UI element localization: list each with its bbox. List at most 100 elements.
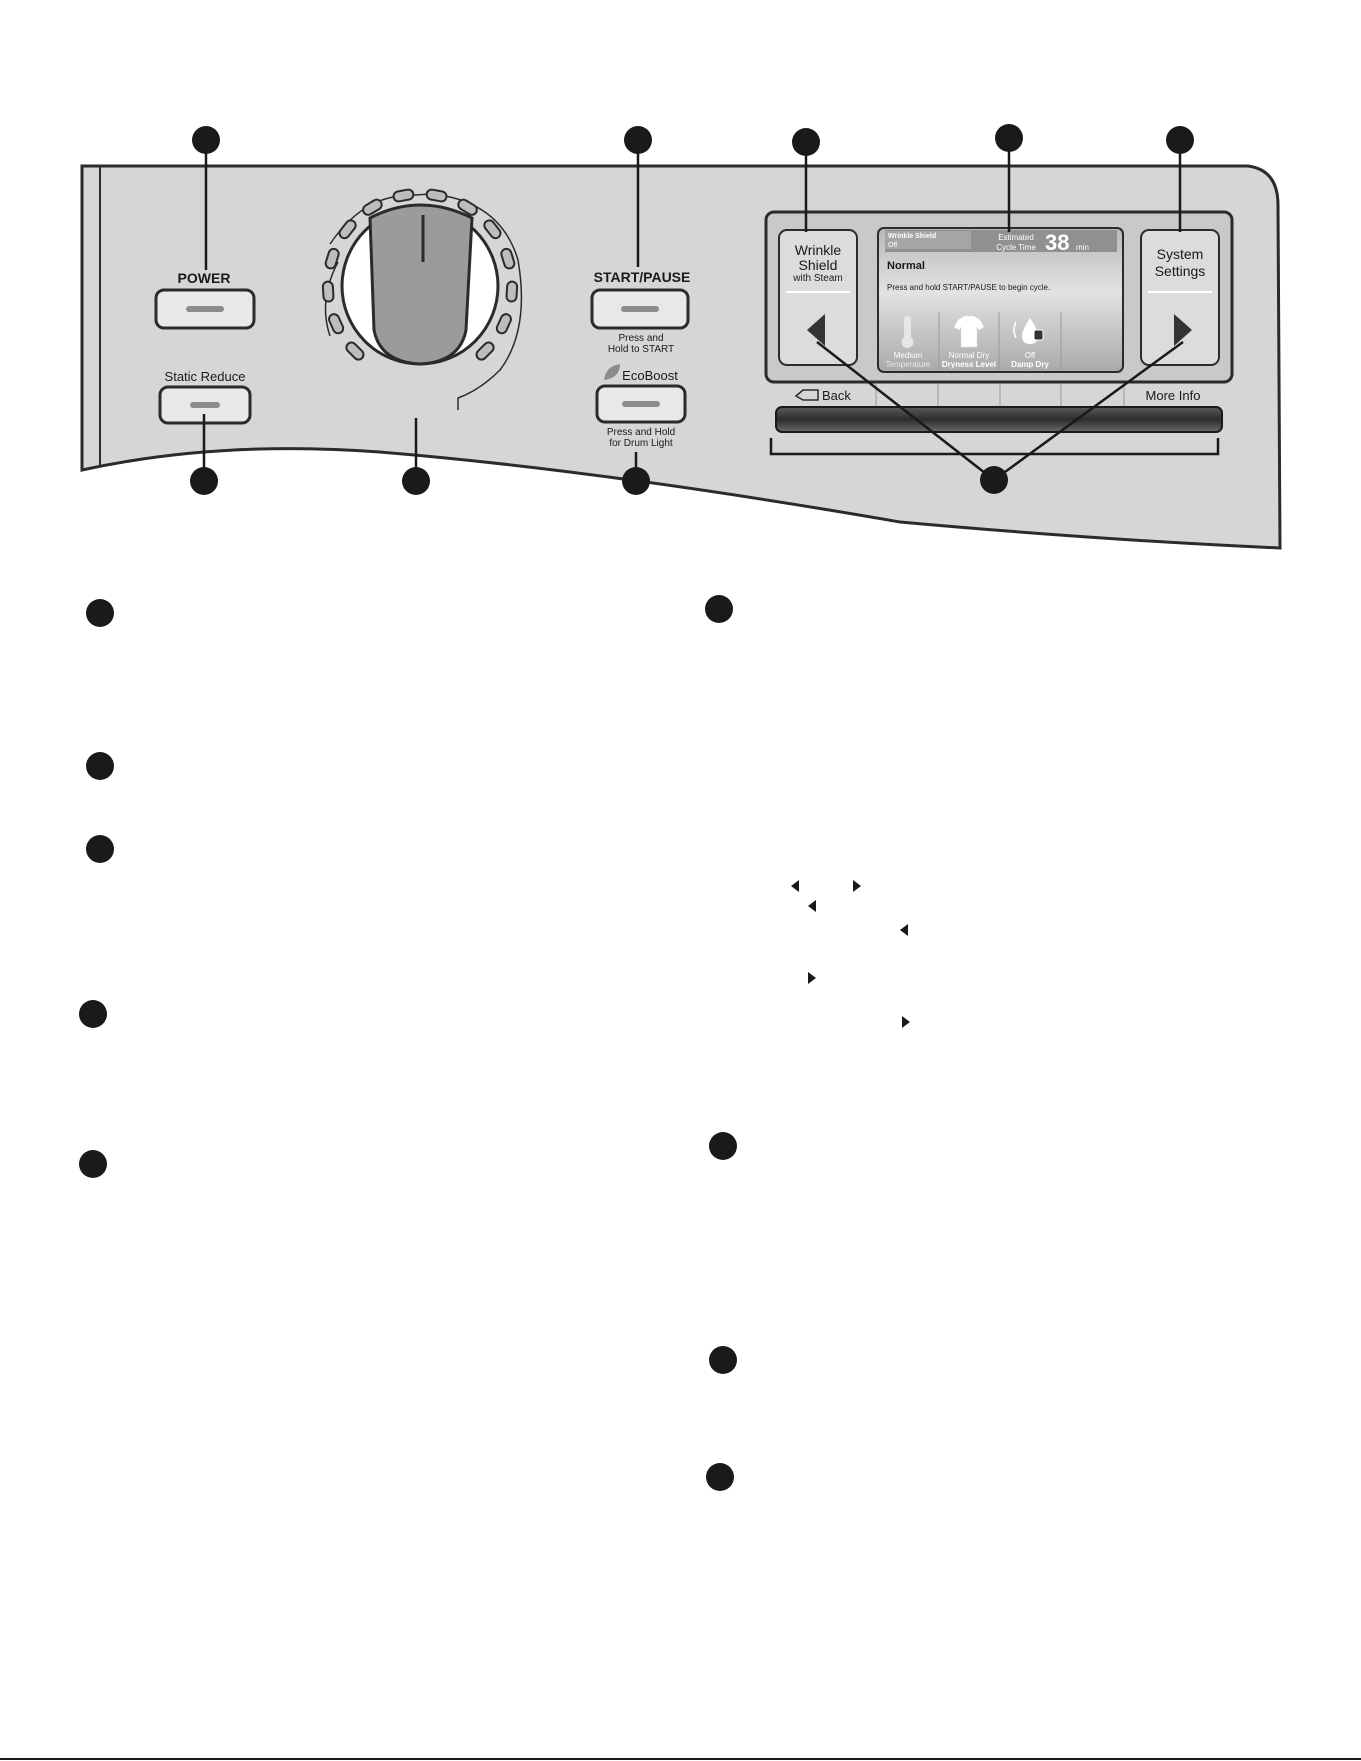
static-reduce-group: Static Reduce (158, 369, 252, 425)
right-arrow-icon[interactable] (1174, 314, 1192, 346)
diagram-callouts (190, 124, 1194, 495)
wrinkle-status-box (885, 231, 971, 249)
start-pause-group: START/PAUSE Press and Hold to START (590, 269, 691, 355)
start-pause-indicator (621, 306, 659, 312)
option-damp-dry-value: Off (1025, 351, 1036, 360)
right-arrow-icon (902, 1016, 910, 1028)
option-dryness-name: Dryness Level (942, 360, 996, 369)
description-marker (79, 1150, 107, 1178)
leader-lines (202, 150, 1184, 482)
power-label: POWER (178, 270, 231, 286)
thermometer-icon (904, 316, 911, 340)
back-icon (794, 389, 819, 401)
callout-marker (402, 467, 430, 495)
knob-segment (495, 313, 512, 335)
description-marker (79, 1000, 107, 1028)
wrinkle-shield-label-2: Shield (799, 257, 838, 273)
callout-marker (1166, 126, 1194, 154)
option-damp-dry[interactable]: Off Damp Dry (1011, 318, 1049, 369)
callout-marker (192, 126, 220, 154)
static-reduce-label: Static Reduce (165, 369, 246, 384)
start-pause-hint-2: Hold to START (608, 344, 674, 355)
estimated-label: Estimated (998, 233, 1034, 242)
start-pause-hint-1: Press and (618, 333, 663, 344)
description-marker (705, 595, 733, 623)
description-marker (86, 752, 114, 780)
description-marker (709, 1132, 737, 1160)
ecoboost-group: EcoBoost Press and Hold for Drum Light (595, 364, 687, 449)
touch-strip: Back More Info (769, 384, 1223, 456)
status-title: Wrinkle Shield (888, 233, 936, 240)
bell-badge-icon (1033, 329, 1044, 341)
cycle-name: Normal (887, 260, 925, 272)
knob-segment (338, 219, 357, 240)
wrinkle-shield-button[interactable] (778, 229, 858, 366)
leaf-icon (604, 364, 620, 380)
option-dryness[interactable]: Normal Dry Dryness Level (942, 315, 996, 369)
knob-segment (328, 313, 345, 335)
ecoboost-hint-2: for Drum Light (609, 438, 673, 449)
callout-marker (624, 126, 652, 154)
ecoboost-hint-1: Press and Hold (607, 427, 675, 438)
power-indicator (186, 306, 224, 312)
wrinkle-shield-sub: with Steam (792, 273, 842, 284)
option-dryness-value: Normal Dry (949, 351, 989, 360)
power-button-group: POWER (154, 270, 256, 330)
knob-segment (362, 198, 383, 216)
right-arrow-icon (808, 972, 816, 984)
knob-segment (500, 247, 516, 270)
left-arrow-icon (808, 900, 816, 912)
callout-marker (980, 466, 1008, 494)
leader-bottom-4a (816, 341, 995, 481)
knob-segment (475, 341, 495, 361)
knob-segment (392, 188, 415, 203)
left-arrow-icon[interactable] (807, 314, 825, 346)
thermometer-bulb (901, 336, 914, 348)
option-temperature[interactable]: Medium Temperature (886, 316, 931, 369)
option-temperature-value: Medium (894, 351, 923, 360)
shirt-icon (953, 315, 985, 348)
start-pause-label: START/PAUSE (594, 269, 691, 285)
knob-segment (345, 341, 365, 361)
callout-marker (792, 128, 820, 156)
knob-segment (321, 280, 335, 303)
cycle-time-unit: min (1076, 243, 1089, 252)
description-marker (709, 1346, 737, 1374)
knob-segment (324, 247, 340, 270)
right-arrow-icon (853, 880, 861, 892)
static-reduce-indicator (190, 402, 220, 408)
callout-marker (995, 124, 1023, 152)
left-arrow-icon (791, 880, 799, 892)
description-marker (86, 835, 114, 863)
back-label: Back (822, 388, 851, 403)
arrow-glyphs (791, 880, 910, 1028)
knob-segment (425, 188, 448, 203)
touch-strip-bar (775, 406, 1223, 433)
display-module: Wrinkle Shield with Steam Wrinkle Shield… (764, 210, 1234, 384)
cycle-knob-group (321, 188, 523, 410)
knob-segment (483, 219, 502, 240)
left-arrow-icon (900, 924, 908, 936)
cycle-knob[interactable] (368, 203, 474, 366)
description-marker (706, 1463, 734, 1491)
leader-bottom-4b (993, 340, 1184, 482)
knob-segment (457, 198, 478, 216)
option-damp-dry-name: Damp Dry (1011, 360, 1049, 369)
system-settings-label-2: Settings (1155, 263, 1206, 279)
callout-marker (190, 467, 218, 495)
description-markers (79, 595, 737, 1491)
screen-instruction: Press and hold START/PAUSE to begin cycl… (887, 283, 1050, 292)
system-settings-label-1: System (1157, 246, 1204, 262)
option-temperature-name: Temperature (886, 360, 931, 369)
knob-segment (505, 280, 519, 303)
cycle-time-value: 38 (1045, 230, 1069, 255)
description-marker (86, 599, 114, 627)
ecoboost-label: EcoBoost (622, 368, 678, 383)
ecoboost-indicator (622, 401, 660, 407)
strip-bracket (769, 438, 1220, 456)
callout-marker (622, 467, 650, 495)
cycle-time-label: Cycle Time (996, 243, 1036, 252)
status-value: Off (888, 242, 897, 249)
more-info-label: More Info (1146, 388, 1201, 403)
